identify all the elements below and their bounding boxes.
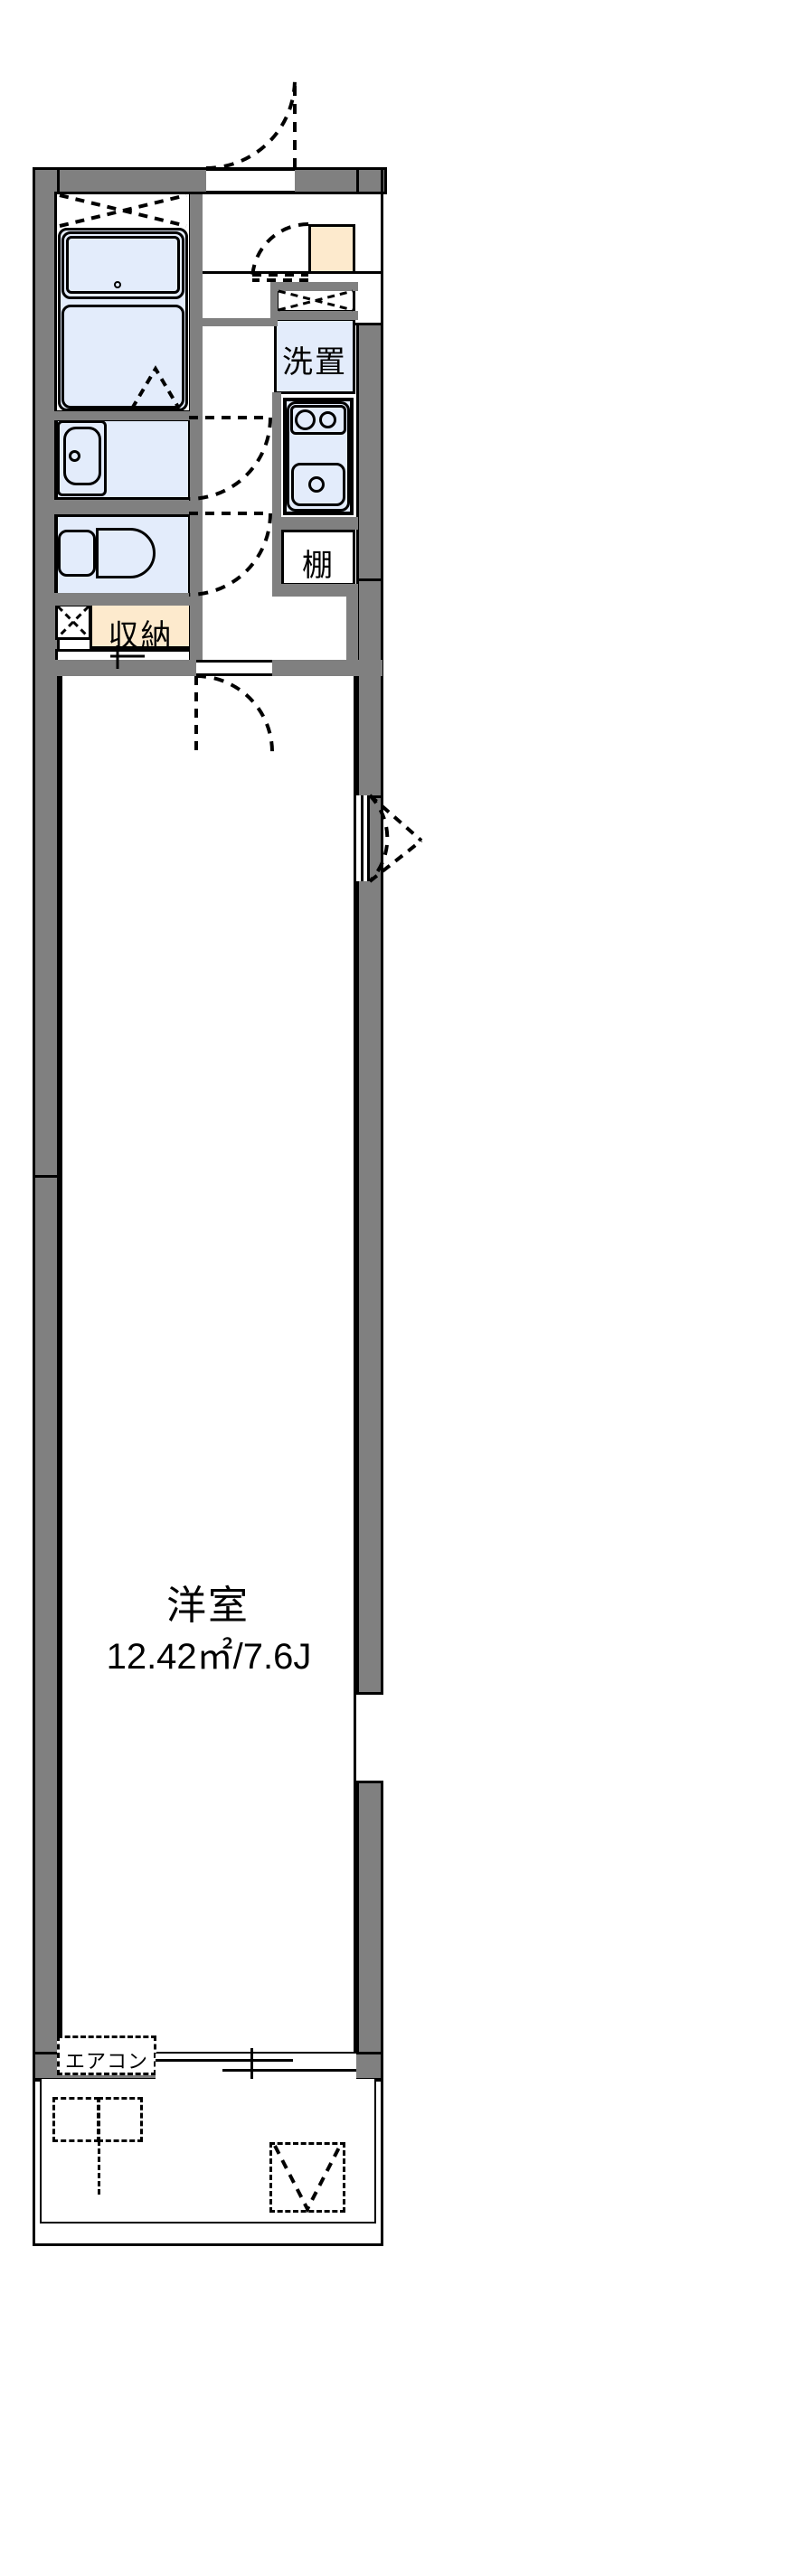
wall-entry-bottom — [192, 318, 278, 326]
wall-main-room-top-right — [272, 660, 382, 676]
wall-hall-left — [190, 194, 203, 411]
wall-washroom-bottom — [52, 500, 194, 514]
washer-space — [274, 318, 355, 394]
stove-burner-left-icon — [295, 409, 316, 430]
aircon-label: エアコン — [64, 2050, 148, 2073]
toilet-bowl — [96, 528, 156, 578]
balcony-partition-box-2 — [98, 2097, 143, 2142]
wall-washer-top — [270, 282, 358, 291]
window-mullion — [361, 795, 364, 881]
wall-toilet-bottom — [52, 593, 194, 606]
wall-right-lower — [356, 795, 383, 1695]
main-room-area-label: 12.42㎡/7.6J — [106, 1637, 312, 1677]
wall-kitchen-left — [272, 392, 281, 521]
closet-vent-box — [55, 604, 91, 640]
toilet-tank — [58, 530, 96, 577]
main-room-label: 洋室 — [166, 1584, 250, 1628]
wall-bath-bottom — [54, 411, 192, 420]
bath-floor-area — [61, 305, 184, 409]
wall-shelf-top — [272, 517, 358, 530]
wall-hall-left-4 — [190, 601, 203, 666]
wall-washer-left — [270, 282, 278, 315]
main-room — [60, 676, 356, 2052]
balcony-partition-box — [52, 2097, 99, 2142]
entrance-door-opening — [206, 168, 295, 193]
bath-vent-box — [56, 193, 190, 230]
bathtub-inner — [66, 236, 180, 294]
main-room-door-opening — [196, 660, 272, 676]
balcony-door-rail-bottom — [222, 2069, 356, 2072]
wall-right-bottom — [356, 1781, 383, 2079]
wall-right-mid — [356, 578, 383, 804]
wall-shelf-bottom — [272, 584, 358, 597]
wall-washer-bottom — [270, 311, 358, 320]
wall-hall-left-2 — [190, 411, 203, 509]
wall-shelf-left — [272, 530, 281, 586]
washbasin-drain-icon — [69, 450, 80, 462]
bathtub-drain-icon — [114, 281, 121, 288]
wall-hall-left-3 — [190, 506, 203, 604]
shoe-cabinet — [308, 224, 355, 274]
kitchen-sink — [291, 463, 345, 506]
stove-burner-right-icon — [319, 411, 336, 428]
shelf-label: 棚 — [302, 549, 335, 583]
wall-main-room-top-left — [52, 660, 196, 676]
wall-hall-right — [346, 597, 358, 667]
aircon-box — [57, 2035, 156, 2075]
balcony-partition-drop-line — [98, 2140, 100, 2195]
balcony-door-rail-top — [156, 2059, 293, 2062]
washer-vent-box — [276, 287, 355, 313]
balcony-door-center-mark — [250, 2048, 253, 2084]
balcony-sliding-door — [156, 2054, 356, 2079]
washer-label: 洗置 — [282, 345, 347, 380]
balcony-ac-unit-box — [269, 2142, 345, 2213]
sink-drain-icon — [308, 476, 325, 493]
